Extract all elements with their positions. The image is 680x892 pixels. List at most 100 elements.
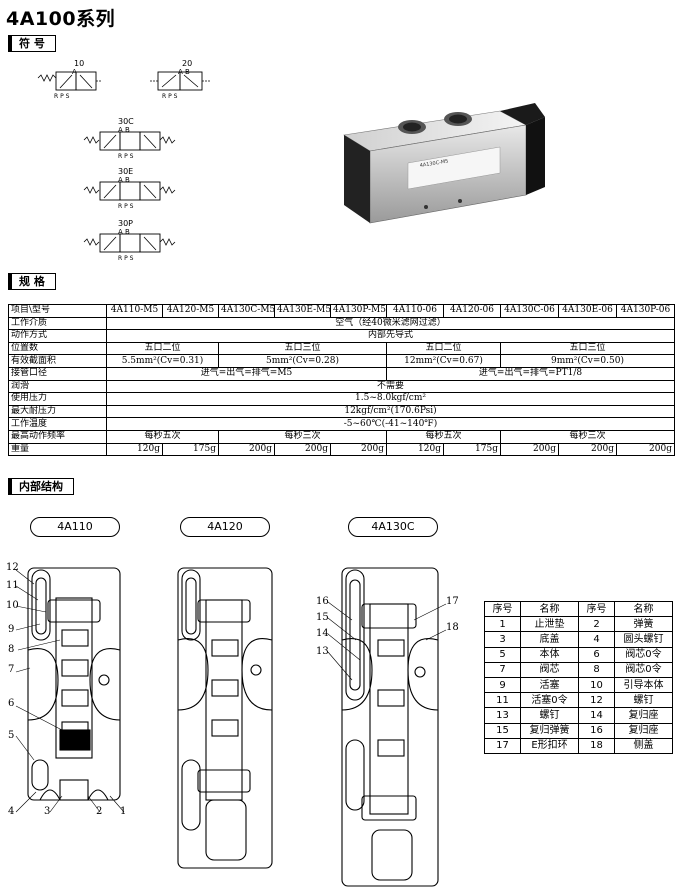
table-row: 13 螺钉 14 复归座 xyxy=(484,707,673,724)
header-cell: 名称 xyxy=(614,600,673,618)
callout-13: 13 xyxy=(316,646,329,657)
valve-symbol-10: 10 A R P S xyxy=(37,59,102,100)
part-number: 6 xyxy=(578,646,615,663)
view-label-4a130c: 4A130C xyxy=(348,517,438,537)
section-symbol-header: 符 号 xyxy=(7,35,56,52)
symbol-label-30c: 30C xyxy=(118,117,134,126)
table-row: 最高动作频率 每秒五次 每秒三次 每秒五次 每秒三次 xyxy=(8,429,675,444)
symbol-label-30p: 30P xyxy=(118,219,133,228)
symbol-label-30e: 30E xyxy=(118,167,133,176)
part-number: 4 xyxy=(578,631,615,648)
part-number: 17 xyxy=(484,737,521,754)
part-name: 活塞0令 xyxy=(520,692,579,709)
part-name: 螺钉 xyxy=(520,707,579,724)
part-number: 5 xyxy=(484,646,521,663)
callout-8: 8 xyxy=(8,644,15,655)
cross-section-4a130c xyxy=(341,567,439,887)
view-label-4a110: 4A110 xyxy=(30,517,120,537)
table-row: 3 底盖 4 圆头螺钉 xyxy=(484,631,673,648)
part-name: 活塞 xyxy=(520,676,579,694)
callout-leaders xyxy=(15,569,447,813)
symbol-ports-bottom-30c: R P S xyxy=(118,153,134,160)
part-name: 复归座 xyxy=(614,722,673,739)
row-label: 重量 xyxy=(8,442,107,457)
part-name: 弹簧 xyxy=(614,616,673,633)
section-structure-label: 内部结构 xyxy=(8,478,74,495)
part-name: 引导本体 xyxy=(614,676,673,694)
table-row: 11 活塞0令 12 螺钉 xyxy=(484,692,673,709)
part-number: 8 xyxy=(578,661,615,678)
table-row: 17 E形扣环 18 侧盖 xyxy=(484,737,673,754)
part-name: 阀芯0令 xyxy=(614,646,673,663)
table-row: 9 活塞 10 引导本体 xyxy=(484,676,673,694)
cross-section-4a120 xyxy=(177,567,273,869)
table-row: 1 止泄垫 2 弹簧 xyxy=(484,616,673,633)
part-number: 18 xyxy=(578,737,615,754)
spec-table: 项目\型号 4A110-M5 4A120-M5 4A130C-M5 4A130E… xyxy=(8,304,675,457)
header-cell: 序号 xyxy=(484,600,521,618)
symbol-ports-top-30e: A B xyxy=(118,176,130,184)
row-value: 200g xyxy=(616,442,675,457)
callout-5: 5 xyxy=(8,730,15,741)
callout-9: 9 xyxy=(8,624,15,635)
part-number: 11 xyxy=(484,692,521,709)
page-title: 4A100系列 xyxy=(6,8,116,30)
table-row: 有效截面积 5.5mm²(Cv=0.31) 5mm²(Cv=0.28) 12mm… xyxy=(8,354,675,368)
callout-11: 11 xyxy=(6,580,19,591)
product-photo: 4A130C-M5 xyxy=(343,103,545,224)
callout-10: 10 xyxy=(6,600,19,611)
part-number: 2 xyxy=(578,616,615,633)
table-row: 重量 120g 175g 200g 200g 200g 120g 175g 20… xyxy=(8,442,675,457)
symbol-ports-bottom-20: R P S xyxy=(162,93,178,100)
row-value: 200g xyxy=(500,442,559,457)
callout-1: 1 xyxy=(120,806,127,817)
part-name: 止泄垫 xyxy=(520,616,579,633)
table-row: 5 本体 6 阀芯0令 xyxy=(484,646,673,663)
part-number: 1 xyxy=(484,616,521,633)
callout-3: 3 xyxy=(44,806,51,817)
view-label-4a120: 4A120 xyxy=(180,517,270,537)
callout-6: 6 xyxy=(8,698,15,709)
cross-section-4a110 xyxy=(27,567,121,801)
callout-7: 7 xyxy=(8,664,15,675)
callout-14: 14 xyxy=(316,628,329,639)
row-value: 200g xyxy=(218,442,275,457)
callout-4: 4 xyxy=(8,806,15,817)
table-row: 15 复归弹簧 16 复归座 xyxy=(484,722,673,739)
callout-18: 18 xyxy=(446,622,459,633)
part-name: E形扣环 xyxy=(520,737,579,754)
symbol-ports-top-30c: A B xyxy=(118,126,130,134)
callout-15: 15 xyxy=(316,612,329,623)
product-photo-label: 4A130C-M5 xyxy=(419,159,449,169)
part-name: 螺钉 xyxy=(614,692,673,709)
section-spec-header: 规 格 xyxy=(7,273,56,290)
part-name: 底盖 xyxy=(520,631,579,648)
symbol-ports-top-30p: A B xyxy=(118,228,130,236)
part-name: 圆头螺钉 xyxy=(614,631,673,648)
part-number: 7 xyxy=(484,661,521,678)
row-value: 175g xyxy=(162,442,219,457)
part-number: 14 xyxy=(578,707,615,724)
part-number: 12 xyxy=(578,692,615,709)
valve-symbol-30c: 30C A B R P S xyxy=(83,117,176,160)
callout-2: 2 xyxy=(96,806,103,817)
valve-symbol-30p: 30P A B R P S xyxy=(83,219,176,262)
part-name: 阀芯 xyxy=(520,661,579,678)
part-number: 9 xyxy=(484,676,521,694)
table-row: 位置数 五口二位 五口三位 五口二位 五口三位 xyxy=(8,341,675,356)
header-cell: 序号 xyxy=(578,600,615,618)
section-structure-header: 内部结构 xyxy=(8,478,74,495)
part-name: 复归座 xyxy=(614,707,673,724)
symbol-label-20: 20 xyxy=(182,59,192,68)
part-number: 13 xyxy=(484,707,521,724)
valve-symbols: 10 A R P S 20 A B R P S 30C A B R P S 30 xyxy=(37,59,210,262)
symbol-ports-bottom-30e: R P S xyxy=(118,203,134,210)
table-row: 序号 名称 序号 名称 xyxy=(484,600,673,618)
part-name: 本体 xyxy=(520,646,579,663)
callout-17: 17 xyxy=(446,596,459,607)
table-row: 7 阀芯 8 阀芯0令 xyxy=(484,661,673,678)
table-row: 工作介质 空气（经40微米滤网过滤） xyxy=(8,316,675,331)
part-number: 3 xyxy=(484,631,521,648)
part-number: 10 xyxy=(578,676,615,694)
